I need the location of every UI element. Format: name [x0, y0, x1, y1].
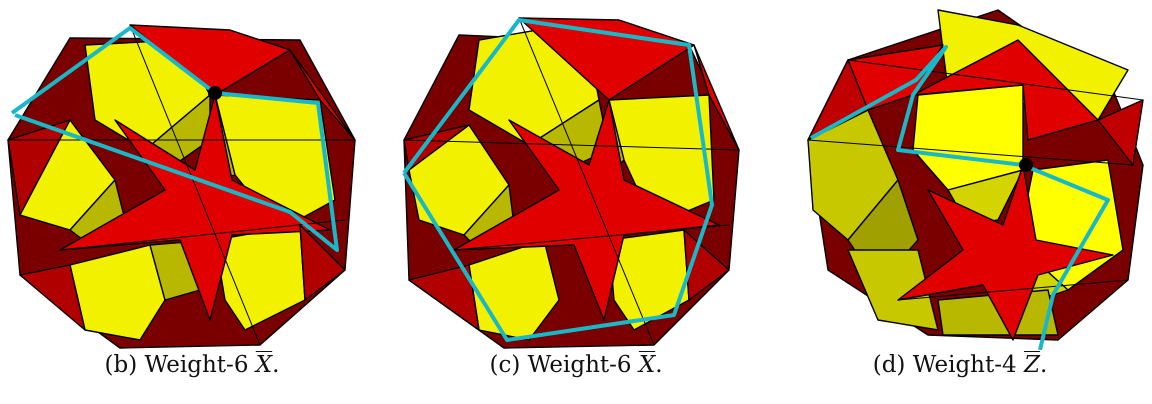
panel-c: (c) Weight-6 X. — [384, 0, 768, 404]
caption-suffix: . — [1039, 352, 1048, 378]
red-face — [7, 119, 71, 216]
red-face — [289, 49, 356, 141]
panel-b: (b) Weight-6 X. — [0, 0, 384, 404]
caption-label: (d) — [872, 352, 906, 378]
caption-suffix: . — [655, 352, 663, 378]
red-face — [408, 264, 480, 331]
red-star — [453, 99, 720, 321]
red-face — [1097, 99, 1144, 166]
caption-d: (d) Weight-4 Z. — [768, 352, 1152, 378]
caption-text: Weight-6 — [144, 352, 249, 378]
red-star — [897, 164, 1114, 341]
polyhedron-b-figure — [7, 24, 356, 349]
panel-d: (d) Weight-4 Z. — [768, 0, 1152, 404]
yellow-face — [847, 249, 939, 331]
logical-operator-path — [10, 26, 339, 252]
logical-operator-path — [402, 18, 714, 342]
caption-suffix: . — [272, 352, 280, 378]
caption-label: (c) — [489, 352, 521, 378]
vertex-dot — [1019, 158, 1033, 172]
caption-b: (b) Weight-6 X. — [0, 352, 384, 378]
caption-label: (b) — [104, 352, 138, 378]
red-star — [59, 94, 331, 321]
logical-operator-path — [810, 45, 1110, 350]
caption-text: Weight-4 — [912, 352, 1017, 378]
vertex-dot — [208, 86, 222, 100]
polyhedron-d-figure — [807, 9, 1144, 350]
caption-text: Weight-6 — [527, 352, 632, 378]
polyhedron-c-figure — [402, 17, 740, 349]
caption-symbol: X — [255, 352, 273, 378]
caption-symbol: X — [638, 352, 656, 378]
red-face — [19, 264, 86, 331]
caption-c: (c) Weight-6 X. — [384, 352, 768, 378]
red-face — [693, 44, 740, 151]
red-face — [299, 224, 346, 301]
caption-symbol: Z — [1023, 352, 1040, 378]
red-face — [912, 39, 1099, 141]
